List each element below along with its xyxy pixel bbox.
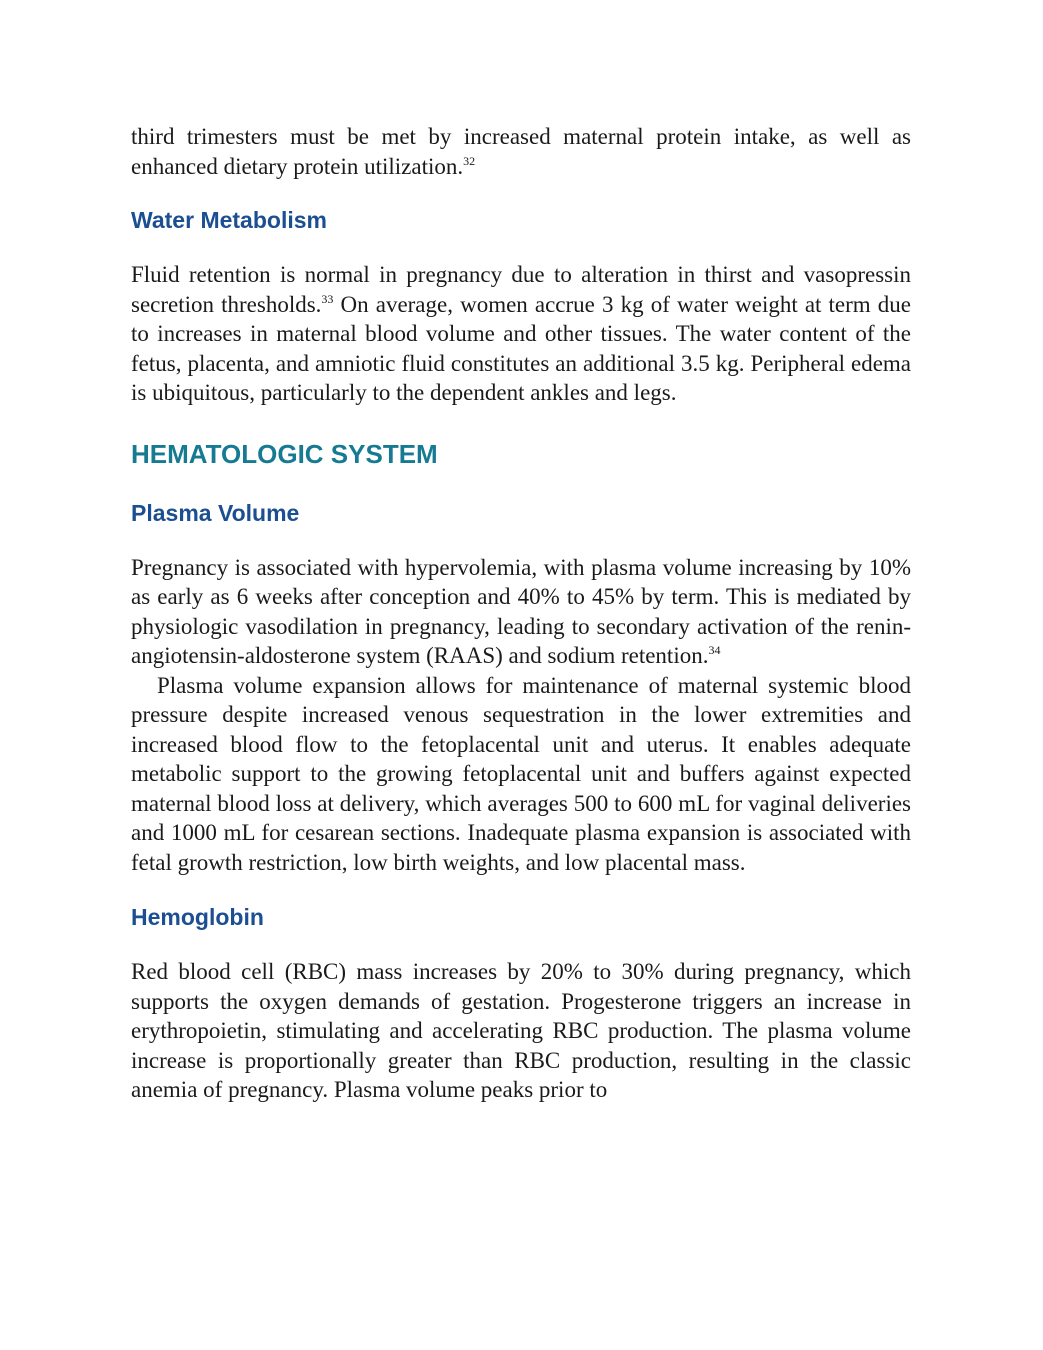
heading-hematologic-system: HEMATOLOGIC SYSTEM	[131, 438, 438, 469]
paragraph-plasma-hypervolemia: Pregnancy is associated with hypervolemi…	[131, 553, 911, 671]
paragraph-text: third trimesters must be met by increase…	[131, 124, 911, 179]
paragraph-protein-intake: third trimesters must be met by increase…	[131, 122, 911, 181]
paragraph-hemoglobin: Red blood cell (RBC) mass increases by 2…	[131, 959, 911, 1102]
heading-hemoglobin: Hemoglobin	[131, 904, 264, 930]
heading-water-metabolism: Water Metabolism	[131, 207, 327, 233]
heading-plasma-volume: Plasma Volume	[131, 499, 300, 526]
paragraph-water-metabolism: Fluid retention is normal in pregnancy d…	[131, 260, 911, 408]
paragraph-text: Fluid retention is normal in pregnancy d…	[131, 262, 911, 317]
paragraph-text: On average, women accrue 3 kg of water w…	[131, 291, 911, 406]
document-page: third trimesters must be met by increase…	[131, 122, 911, 1105]
reference-superscript: 33	[321, 291, 334, 306]
reference-superscript: 34	[708, 643, 721, 657]
paragraph-text: Pregnancy is associated with hypervolemi…	[131, 554, 911, 669]
paragraph-plasma-expansion: Plasma volume expansion allows for maint…	[131, 672, 911, 875]
reference-superscript: 32	[463, 153, 476, 168]
